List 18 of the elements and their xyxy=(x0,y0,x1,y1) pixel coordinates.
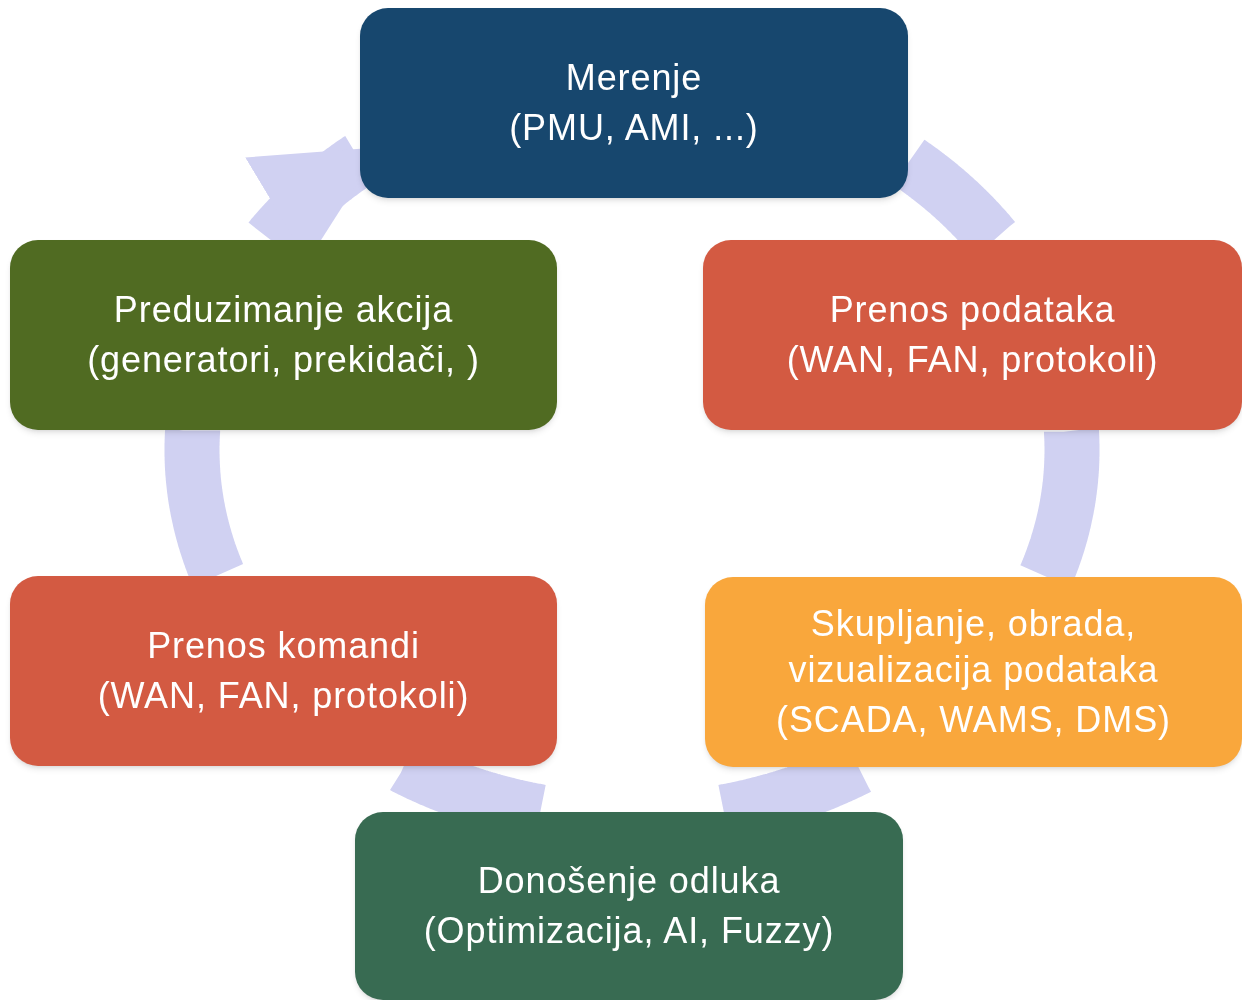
process-box xyxy=(360,8,908,198)
process-box xyxy=(10,240,557,430)
process-box xyxy=(10,576,557,766)
step-title: Merenje xyxy=(564,56,704,100)
step-examples: (generatori, prekidači, ) xyxy=(86,338,481,382)
step-examples: (PMU, AMI, ...) xyxy=(508,106,760,150)
step-title: Prenos komandi xyxy=(146,624,421,668)
step-examples: (SCADA, WAMS, DMS) xyxy=(775,698,1172,742)
process-box xyxy=(705,577,1242,767)
step-title: Prenos podataka xyxy=(828,288,1117,332)
step-examples: (Optimizacija, AI, Fuzzy) xyxy=(422,909,836,953)
process-box xyxy=(703,240,1242,430)
step-examples: (WAN, FAN, protokoli) xyxy=(785,338,1160,382)
step-title: Preduzimanje akcija xyxy=(112,288,455,332)
step-title: Skupljanje, obrada, vizualizacija podataka xyxy=(787,602,1160,692)
step-title: Donošenje odluka xyxy=(476,859,782,903)
step-examples: (WAN, FAN, protokoli) xyxy=(96,674,471,718)
process-box xyxy=(355,812,903,1000)
